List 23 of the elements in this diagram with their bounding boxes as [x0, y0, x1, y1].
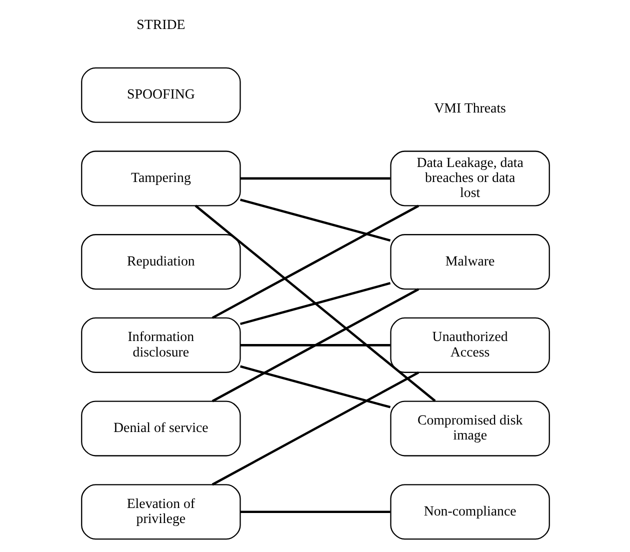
connector — [211, 204, 419, 319]
connector — [240, 282, 390, 326]
node-box: Elevation of privilege — [80, 484, 240, 540]
connector — [240, 344, 390, 346]
node-box: Malware — [390, 234, 550, 290]
node-box: Denial of service — [80, 400, 240, 456]
node-box: SPOOFING — [80, 67, 240, 123]
label: STRIDE — [136, 18, 185, 34]
connector — [240, 198, 390, 242]
connector — [211, 372, 419, 486]
connector — [211, 288, 419, 402]
node-box: Non-compliance — [390, 484, 550, 540]
node-box: Data Leakage, data breaches or data lost — [390, 150, 550, 206]
label: VMI Threats — [434, 102, 506, 117]
node-box: Repudiation — [80, 234, 240, 290]
node-box: Compromised disk image — [390, 400, 550, 456]
connector — [240, 365, 390, 408]
connector — [194, 204, 436, 402]
connector — [240, 177, 390, 180]
node-box: Unauthorized Access — [390, 317, 550, 373]
node-box: Tampering — [80, 150, 240, 206]
connector — [240, 510, 390, 514]
node-box: Information disclosure — [80, 317, 240, 373]
